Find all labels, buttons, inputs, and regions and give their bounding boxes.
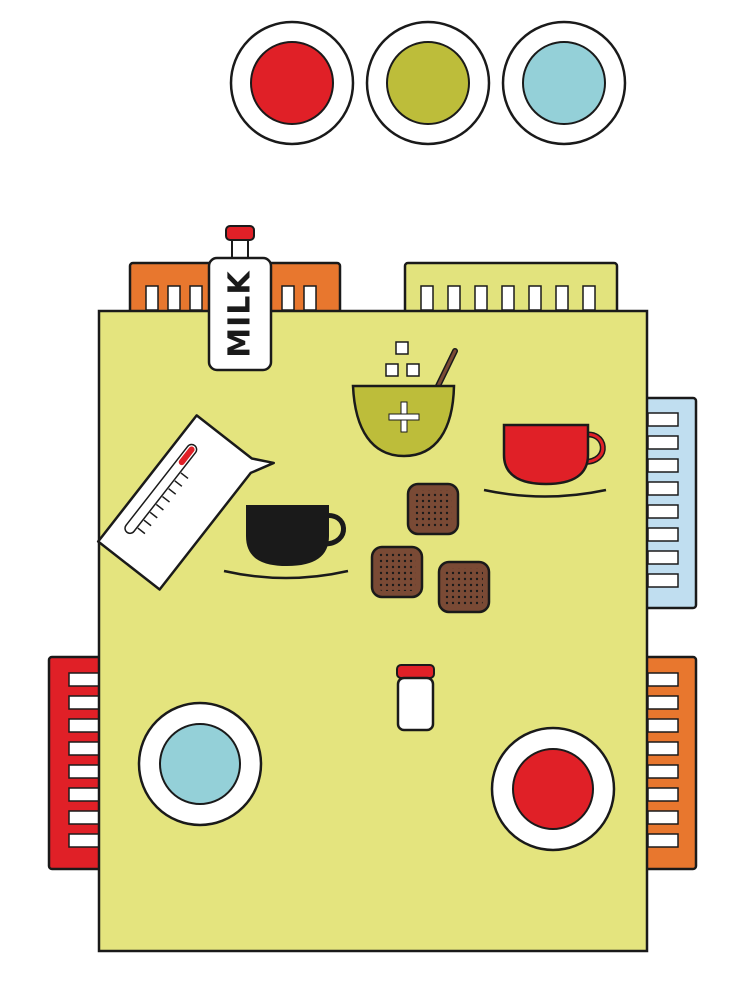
milk-bottle-icon: MILK: [207, 225, 273, 372]
biscuit-icon: [437, 560, 491, 614]
top-plates: [229, 20, 627, 146]
plate-icon: [501, 20, 627, 146]
plate-icon: [490, 726, 616, 852]
biscuit-icon: [406, 482, 460, 536]
sugar-bowl-icon: [351, 341, 458, 458]
coffee-cup-icon: [483, 423, 607, 498]
coffee-cup-icon: [223, 505, 349, 580]
measuring-jug-icon: [96, 414, 276, 591]
plate-icon: [137, 701, 263, 827]
plate-icon: [365, 20, 491, 146]
milk-bottle-label: MILK: [223, 270, 258, 358]
salt-shaker-icon: [396, 664, 435, 732]
biscuit-icon: [370, 545, 424, 599]
plate-icon: [229, 20, 355, 146]
